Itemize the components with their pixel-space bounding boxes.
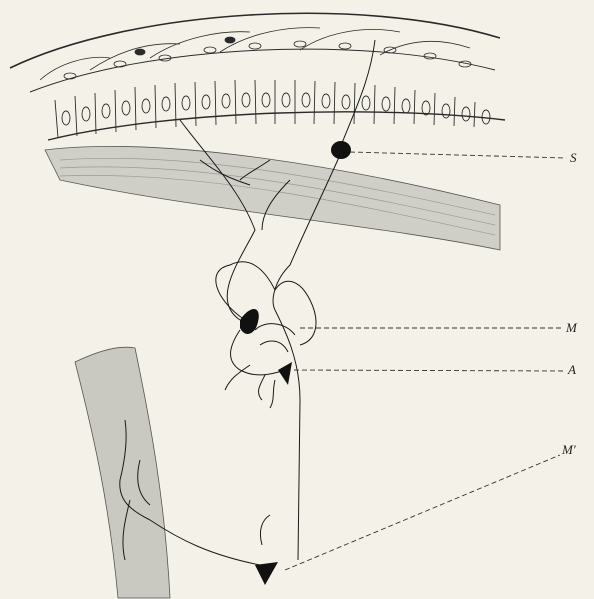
dendrites-a — [225, 365, 275, 408]
blood-vessel — [75, 347, 170, 598]
epithelium-layer — [10, 13, 505, 140]
label-m: M — [566, 320, 577, 336]
motor-fiber-m-prime — [150, 515, 270, 565]
sensory-cell-s — [331, 141, 351, 159]
label-a: A — [568, 362, 576, 378]
muscle-band — [45, 146, 500, 250]
association-cell-a — [278, 362, 292, 385]
nerve-fibers — [180, 40, 375, 560]
label-s: S — [570, 150, 577, 166]
label-m-prime: M′ — [562, 442, 576, 458]
end-organ-m-prime — [255, 562, 278, 585]
motor-cell-m-body — [240, 309, 259, 334]
